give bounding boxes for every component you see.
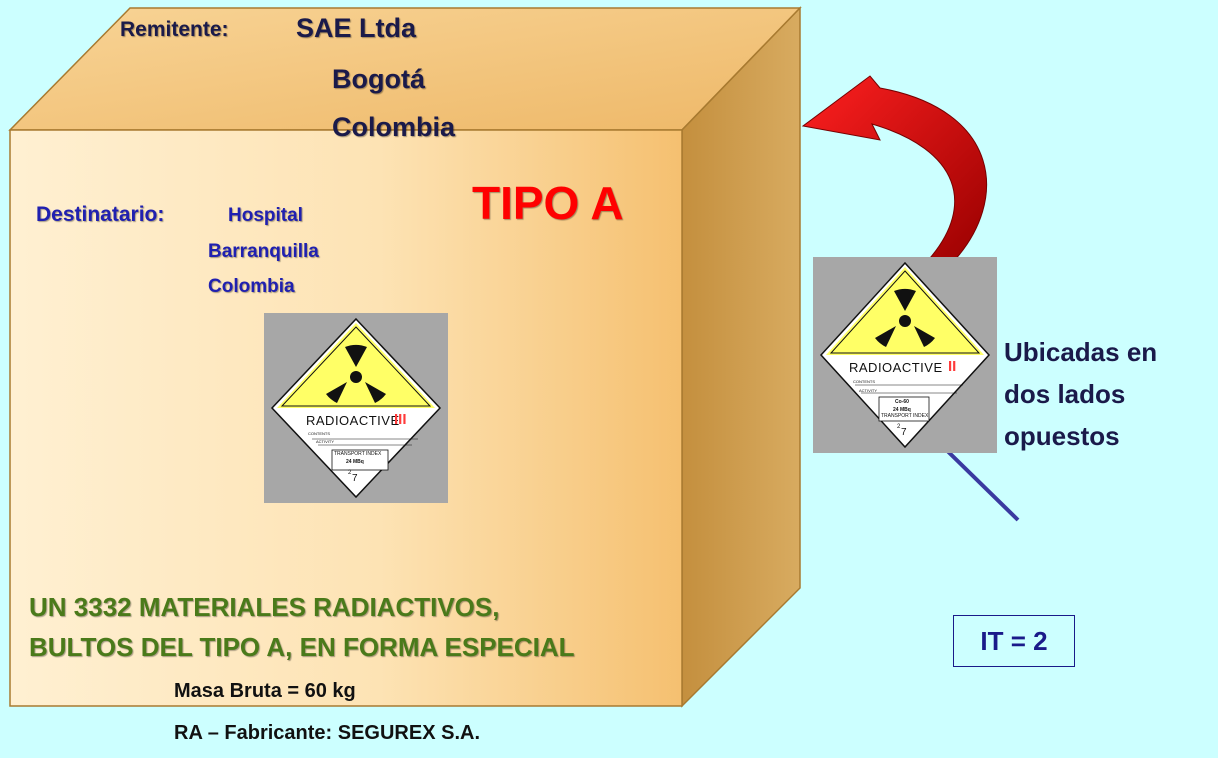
- gross-mass: Masa Bruta = 60 kg: [174, 680, 356, 702]
- label-ii-ti-value: 2: [897, 424, 901, 430]
- label-ii-text: RADIOACTIVE: [849, 360, 943, 375]
- label-iii-activity: ACTIVITY: [316, 439, 335, 444]
- sender-label: Remitente:: [120, 18, 229, 41]
- placement-note-line-2: dos lados: [1004, 379, 1126, 409]
- label-iii-class-number: 7: [352, 473, 358, 484]
- recipient-label: Destinatario:: [36, 203, 165, 226]
- sender-name: SAE Ltda: [296, 13, 417, 43]
- un-line-2: BULTOS DEL TIPO A, EN FORMA ESPECIAL: [29, 632, 575, 662]
- label-iii-category: III: [394, 411, 407, 428]
- package-type: TIPO A: [472, 177, 624, 229]
- radioactive-ii-diamond: [819, 261, 991, 449]
- label-ii-activity: ACTIVITY: [859, 388, 878, 393]
- radioactive-label-ii: RADIOACTIVE II CONTENTS ACTIVITY Co-60 2…: [813, 257, 997, 453]
- label-iii-contents: CONTENTS: [308, 431, 330, 436]
- recipient-name: Hospital: [228, 205, 303, 226]
- sender-country: Colombia: [332, 112, 456, 142]
- label-ii-transport-index: TRANSPORT INDEX: [881, 413, 929, 419]
- radioactive-label-iii: RADIOACTIVE III CONTENTS ACTIVITY TRANSP…: [264, 313, 448, 503]
- trefoil-icon: [875, 288, 935, 347]
- label-ii-contents: CONTENTS: [853, 379, 875, 384]
- placement-note-line-1: Ubicadas en: [1004, 337, 1158, 367]
- transport-index-box: IT = 2: [953, 615, 1075, 667]
- recipient-city: Barranquilla: [208, 241, 319, 262]
- label-ii-class-number: 7: [901, 427, 907, 438]
- manufacturer: RA – Fabricante: SEGUREX S.A.: [174, 722, 480, 744]
- sender-city: Bogotá: [332, 64, 425, 94]
- package-side-face: [681, 6, 801, 708]
- label-iii-ti-value: 2: [348, 470, 352, 476]
- label-ii-category: II: [948, 358, 957, 375]
- placement-note-line-3: opuestos: [1004, 421, 1120, 451]
- label-iii-text: RADIOACTIVE: [306, 413, 400, 428]
- label-ii-nuclide: Co-60: [895, 399, 909, 405]
- label-ii-activity-value: 24 MBq: [893, 407, 911, 413]
- radioactive-iii-diamond: [270, 317, 442, 499]
- un-line-1: UN 3332 MATERIALES RADIACTIVOS,: [29, 592, 500, 622]
- red-curved-arrow: [801, 75, 988, 263]
- trefoil-icon: [326, 344, 386, 403]
- label-iii-activity-value: 24 MBq: [346, 459, 364, 465]
- transport-index-value: IT = 2: [980, 625, 1048, 656]
- recipient-country: Colombia: [208, 276, 295, 297]
- label-iii-transport-index: TRANSPORT INDEX: [334, 451, 382, 457]
